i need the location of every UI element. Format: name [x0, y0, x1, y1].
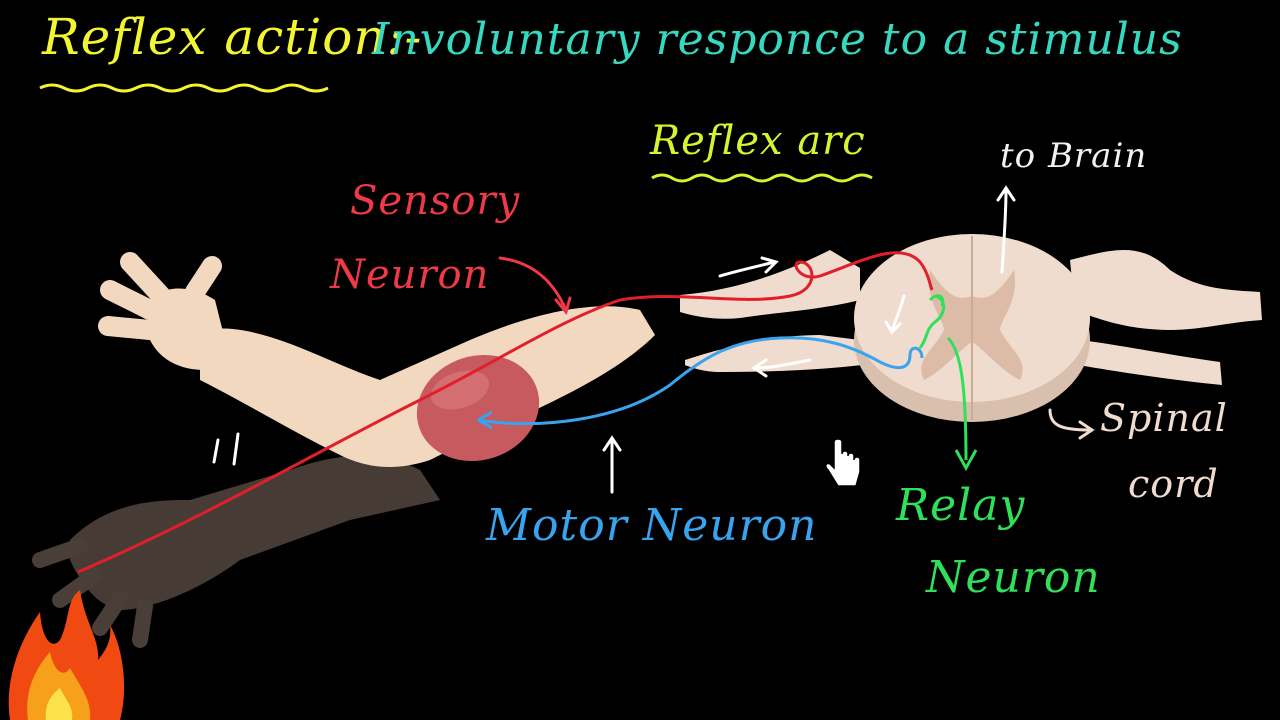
relay-neuron — [918, 294, 968, 461]
relay-neuron-label-1: Relay — [896, 480, 1026, 531]
motor-neuron-label: Motor Neuron — [486, 500, 818, 551]
nerve-roots — [680, 250, 1262, 385]
motor-neuron-end — [477, 410, 493, 430]
sensory-neuron-label-1: Sensory — [350, 178, 521, 224]
withdrawn-arm-shadow — [70, 455, 440, 610]
arc-heading-underline — [651, 173, 873, 183]
withdrawn-hand-fingers — [32, 538, 153, 648]
relay-arrow-head — [954, 449, 978, 472]
spinal-cord-label-1: Spinal — [1100, 396, 1228, 440]
relay-neuron-label-2: Neuron — [926, 552, 1101, 603]
sensory-neuron — [77, 251, 934, 574]
reflex-action-term: Reflex action:- — [42, 8, 423, 66]
reflex-arc-heading: Reflex arc — [650, 118, 866, 164]
motion-marks — [212, 432, 240, 466]
hand-cursor-icon — [825, 438, 861, 487]
direction-arrows — [498, 185, 1095, 494]
motor-neuron — [477, 336, 924, 426]
hand-fingers — [98, 252, 222, 340]
muscle-highlight — [430, 370, 490, 410]
spinal-cord-label-2: cord — [1128, 462, 1219, 506]
reflex-action-definition: Involuntary responce to a stimulus — [372, 14, 1183, 65]
fire-icon — [8, 590, 125, 720]
sensory-neuron-label-2: Neuron — [330, 252, 490, 298]
title-underline — [39, 83, 329, 93]
to-brain-label: to Brain — [1000, 136, 1148, 176]
